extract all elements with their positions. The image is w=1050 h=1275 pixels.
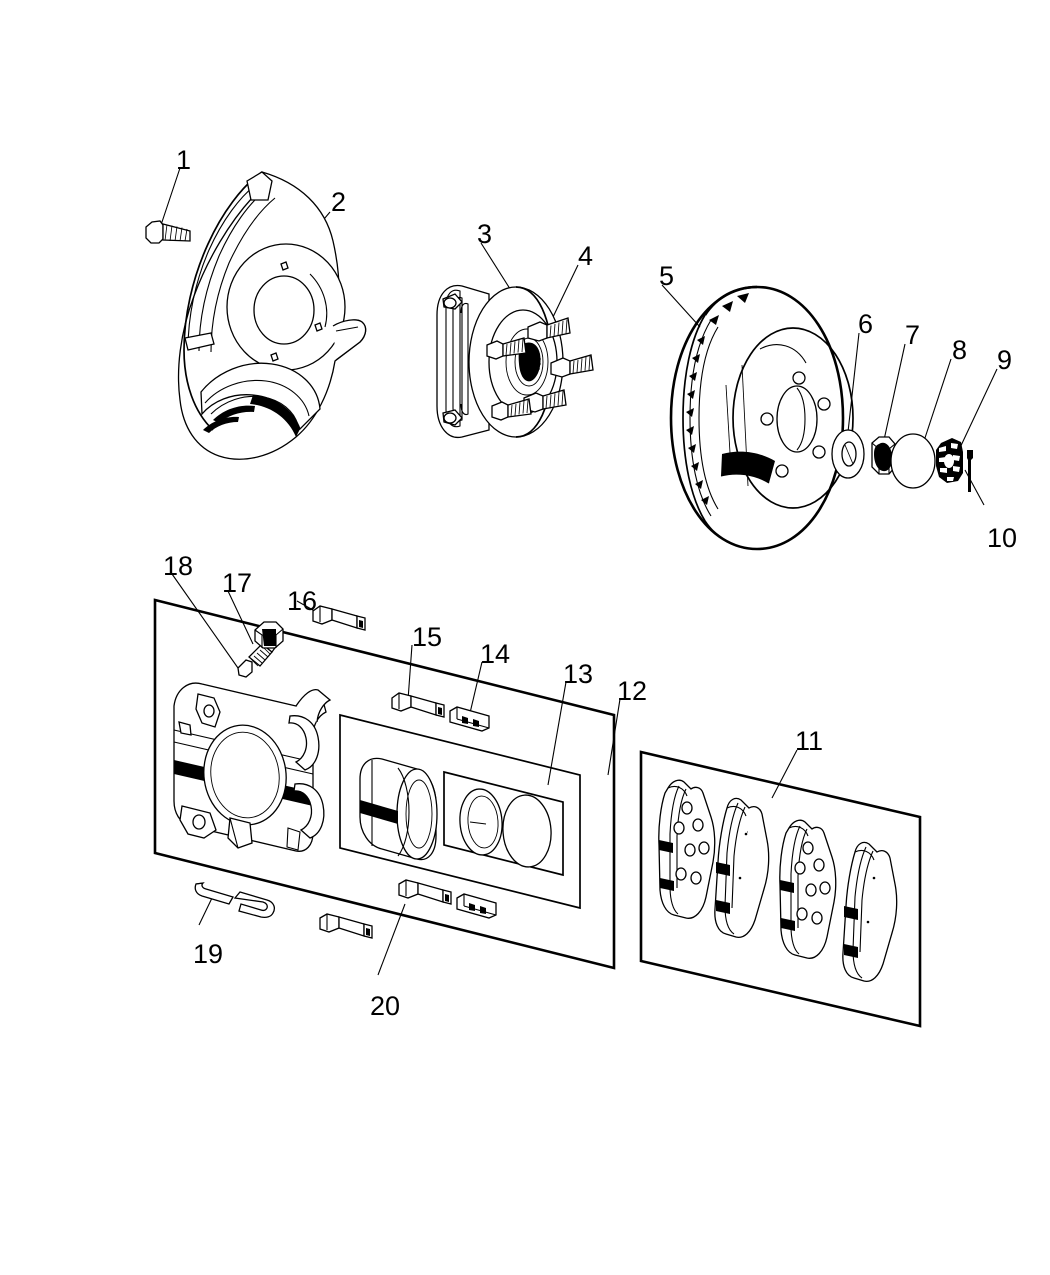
nut-retainer-cage — [936, 438, 963, 483]
callout-16: 16 — [287, 586, 318, 616]
piston-dust-boot — [459, 788, 503, 856]
inboard-pad-2 — [779, 819, 837, 959]
brake-rotor-disc — [669, 285, 854, 551]
callout-3: 3 — [477, 219, 493, 249]
caliper-slide-bushing — [449, 706, 490, 732]
rotor-cooling-fins — [686, 293, 749, 505]
thrust-washer — [890, 433, 936, 489]
callout-6: 6 — [858, 309, 874, 339]
brake-pad-box — [639, 750, 922, 1028]
brake-pad-set — [658, 779, 898, 982]
callout-11: 11 — [795, 726, 824, 756]
callout-10: 10 — [987, 523, 1018, 553]
brake-splash-shield — [177, 171, 367, 460]
seal-inner-box — [443, 770, 564, 877]
bleeder-screw-cap — [254, 621, 284, 649]
callout-8: 8 — [952, 335, 968, 365]
callout-12: 12 — [617, 676, 648, 706]
callout-18: 18 — [163, 551, 194, 581]
caliper-piston — [359, 757, 438, 861]
caliper-housing — [173, 682, 332, 852]
piston-seal — [502, 794, 552, 868]
shield-mounting-bolt — [145, 220, 191, 244]
lower-slide-pin — [398, 879, 452, 905]
callout-2: 2 — [331, 187, 347, 217]
callout-20: 20 — [370, 991, 401, 1021]
wheel-studs — [486, 317, 594, 421]
callout-13: 13 — [563, 659, 594, 689]
callout-17: 17 — [222, 568, 253, 598]
caliper-slide-bushing-lower — [456, 893, 497, 919]
callout-14: 14 — [480, 639, 511, 669]
callout-15: 15 — [412, 622, 443, 652]
callout-5: 5 — [659, 261, 675, 291]
callout-4: 4 — [578, 241, 594, 271]
callout-19: 19 — [193, 939, 224, 969]
caliper-mounting-pin — [312, 605, 366, 631]
caliper-mounting-pin-lower — [319, 913, 373, 939]
piston-seal-mid-box — [339, 713, 581, 910]
cotter-pin — [967, 450, 973, 492]
outboard-pad-2 — [842, 841, 898, 982]
outboard-pad-1 — [714, 797, 770, 938]
caliper-guide-pin — [391, 692, 445, 718]
inboard-pad-1 — [658, 779, 716, 919]
flat-washer — [831, 429, 865, 479]
caliper-kit-outer-box — [153, 598, 616, 970]
callout-9: 9 — [997, 345, 1013, 375]
callout-7: 7 — [905, 320, 921, 350]
anti-rattle-clip — [194, 882, 275, 919]
callout-1: 1 — [176, 145, 192, 175]
